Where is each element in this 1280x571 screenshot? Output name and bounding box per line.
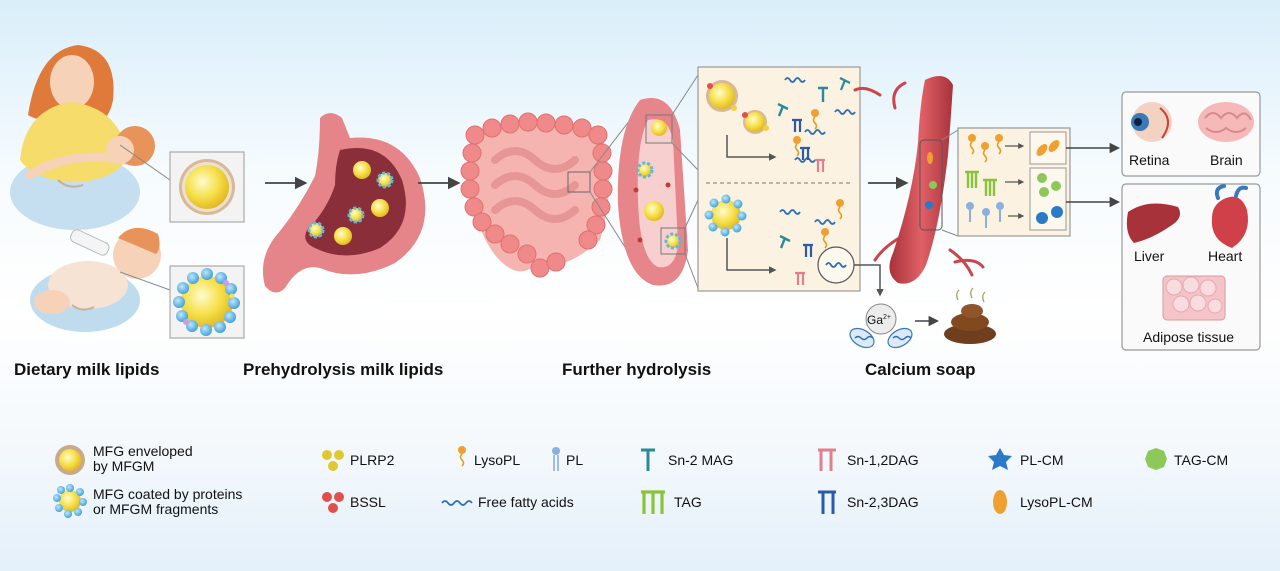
organ-label-retina: Retina bbox=[1129, 152, 1170, 168]
svg-text:Ga2+: Ga2+ bbox=[867, 313, 891, 327]
svg-text:by MFGM: by MFGM bbox=[93, 458, 154, 474]
mother-breastfeeding-illustration bbox=[10, 45, 155, 230]
legend-bssl: BSSL bbox=[322, 492, 386, 513]
svg-text:PL: PL bbox=[566, 452, 583, 468]
stage-label-dietary: Dietary milk lipids bbox=[14, 360, 160, 379]
brain-icon bbox=[1198, 102, 1254, 142]
svg-text:TAG: TAG bbox=[674, 494, 702, 510]
stage-label-prehydrolysis: Prehydrolysis milk lipids bbox=[243, 360, 443, 379]
svg-text:Sn-1,2DAG: Sn-1,2DAG bbox=[847, 452, 919, 468]
legend-mfg-enveloped: MFG enveloped by MFGM bbox=[55, 443, 193, 475]
legend-plrp2: PLRP2 bbox=[322, 450, 395, 471]
stage-label-further: Further hydrolysis bbox=[562, 360, 711, 379]
svg-text:or MFGM fragments: or MFGM fragments bbox=[93, 501, 218, 517]
liver-icon bbox=[1126, 203, 1180, 243]
calcium-ion-complex: Ga2+ bbox=[849, 303, 913, 349]
svg-text:PL-CM: PL-CM bbox=[1020, 452, 1064, 468]
organ-label-adipose: Adipose tissue bbox=[1143, 329, 1234, 345]
svg-text:LysoPL-CM: LysoPL-CM bbox=[1020, 494, 1093, 510]
heart-icon bbox=[1211, 184, 1248, 248]
mfg-coated-zoom bbox=[169, 265, 245, 339]
legend-pl: PL bbox=[552, 447, 583, 471]
stage-label-calcium: Calcium soap bbox=[865, 360, 976, 379]
organ-label-heart: Heart bbox=[1208, 248, 1242, 264]
legend-sn23dag: Sn-2,3DAG bbox=[818, 490, 919, 514]
feces-icon bbox=[944, 287, 996, 344]
organ-label-brain: Brain bbox=[1210, 152, 1243, 168]
legend-tag-cm: TAG-CM bbox=[1145, 448, 1228, 470]
svg-text:MFG enveloped: MFG enveloped bbox=[93, 443, 193, 459]
svg-text:Free fatty acids: Free fatty acids bbox=[478, 494, 574, 510]
ion-charge: 2+ bbox=[883, 314, 891, 321]
legend-free-fatty-acids: Free fatty acids bbox=[441, 494, 574, 510]
organ-label-liver: Liver bbox=[1134, 248, 1165, 264]
legend-pl-cm: PL-CM bbox=[988, 448, 1064, 470]
baby-bottle-feeding-illustration bbox=[30, 227, 161, 332]
svg-text:LysoPL: LysoPL bbox=[474, 452, 520, 468]
blood-vessel-illustration bbox=[853, 76, 985, 284]
small-intestine-illustration bbox=[460, 112, 613, 278]
mfg-enveloped-zoom bbox=[169, 151, 245, 223]
legend-tag: TAG bbox=[641, 490, 702, 514]
svg-text:TAG-CM: TAG-CM bbox=[1174, 452, 1228, 468]
hydrolysis-detail-panel bbox=[697, 66, 861, 292]
legend-sn12dag: Sn-1,2DAG bbox=[818, 448, 919, 471]
svg-text:PLRP2: PLRP2 bbox=[350, 452, 395, 468]
legend-lysopl-cm: LysoPL-CM bbox=[993, 490, 1093, 514]
svg-text:MFG coated by proteins: MFG coated by proteins bbox=[93, 486, 242, 502]
organ-box-bottom: Liver Heart Adipose tissue bbox=[1121, 183, 1261, 351]
legend: MFG enveloped by MFGM MFG coated by prot… bbox=[53, 443, 1228, 518]
adipose-tissue-icon bbox=[1162, 275, 1226, 321]
intestine-cross-section bbox=[617, 98, 688, 286]
legend-mfg-coated: MFG coated by proteins or MFGM fragments bbox=[53, 484, 242, 518]
chylomicron-panel bbox=[957, 127, 1071, 237]
svg-text:Sn-2,3DAG: Sn-2,3DAG bbox=[847, 494, 919, 510]
ion-symbol: Ga bbox=[867, 313, 883, 327]
eye-icon bbox=[1131, 102, 1172, 142]
svg-text:BSSL: BSSL bbox=[350, 494, 386, 510]
svg-text:Sn-2 MAG: Sn-2 MAG bbox=[668, 452, 733, 468]
legend-sn2-mag: Sn-2 MAG bbox=[641, 448, 733, 471]
stomach-illustration bbox=[262, 113, 426, 293]
organ-box-top: Retina Brain bbox=[1121, 91, 1261, 177]
legend-lysopl: LysoPL bbox=[457, 445, 520, 468]
